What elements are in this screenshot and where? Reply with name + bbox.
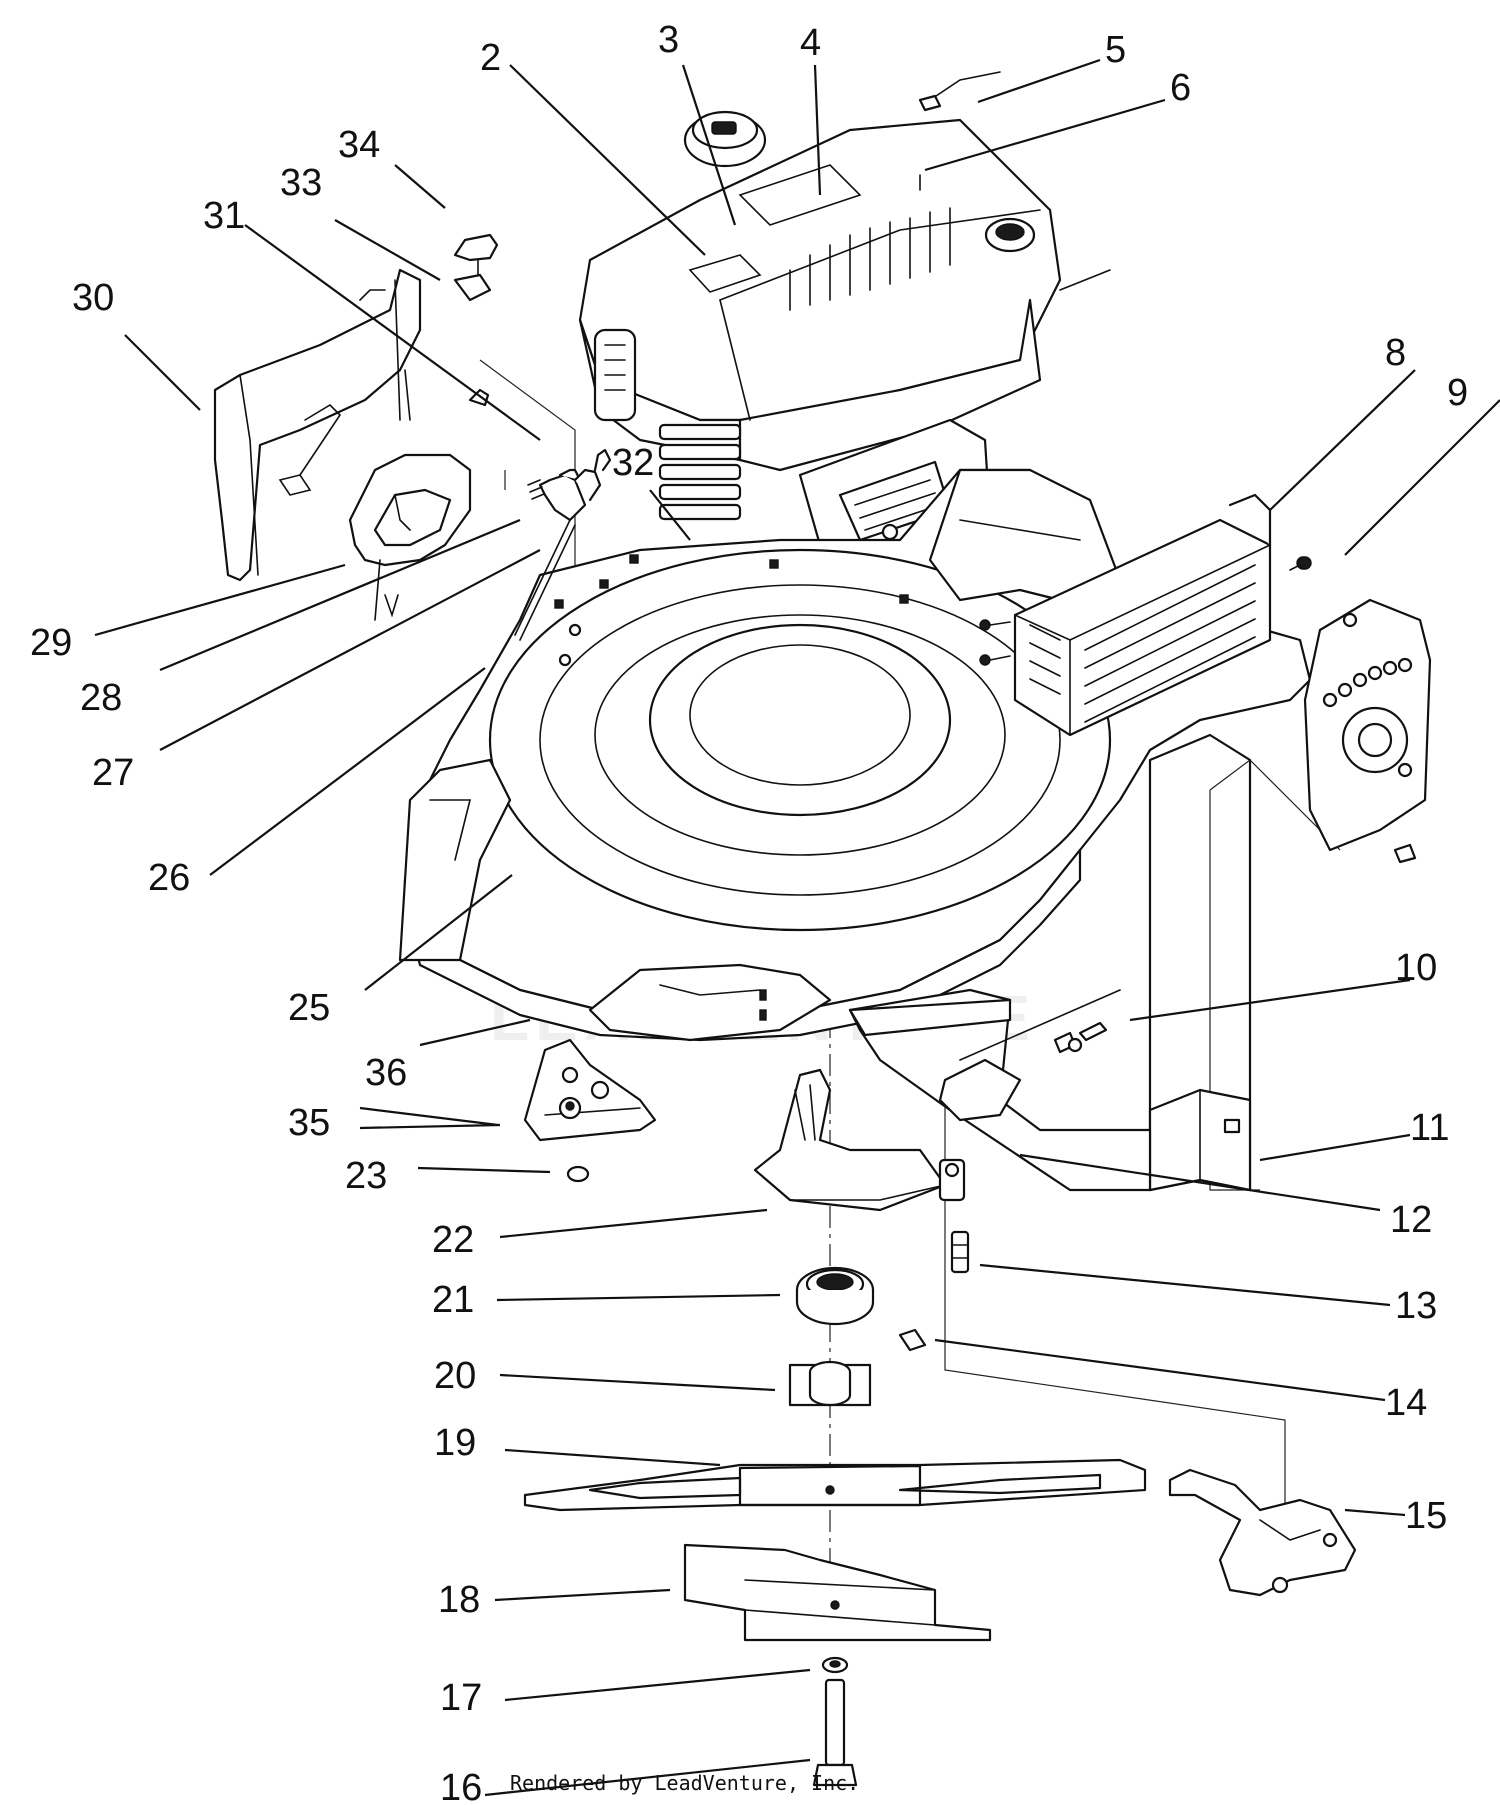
rear-door <box>213 268 422 582</box>
callout-14: 14 <box>1385 1382 1427 1424</box>
nut-23 <box>566 1165 590 1183</box>
bolt-13 <box>950 1230 970 1274</box>
blade-adapter-bracket <box>753 1068 966 1212</box>
callout-5: 5 <box>1105 29 1126 71</box>
callout-28: 28 <box>80 677 122 719</box>
callout-31: 31 <box>203 195 245 237</box>
height-adjust-parts <box>453 233 612 641</box>
callout-2: 2 <box>480 37 501 79</box>
callout-17: 17 <box>440 1677 482 1719</box>
callout-30: 30 <box>72 277 114 319</box>
callout-6: 6 <box>1170 67 1191 109</box>
callout-23: 23 <box>345 1155 387 1197</box>
leader-lines <box>94 58 1500 1797</box>
callout-3: 3 <box>658 19 679 61</box>
callout-32: 32 <box>612 442 654 484</box>
spacer <box>788 1360 872 1407</box>
engine-assembly <box>578 71 1111 562</box>
baffle <box>848 988 1152 1192</box>
front-wheel-bracket <box>523 1038 657 1142</box>
callout-11: 11 <box>1410 1107 1449 1149</box>
callout-21: 21 <box>432 1279 474 1321</box>
callout-12: 12 <box>1390 1199 1432 1241</box>
washer <box>821 1656 849 1674</box>
callout-29: 29 <box>30 622 72 664</box>
callout-33: 33 <box>280 162 322 204</box>
callout-35: 35 <box>288 1102 330 1144</box>
wheel-bracket <box>1296 556 1432 864</box>
callout-4: 4 <box>800 22 821 64</box>
callout-20: 20 <box>434 1355 476 1397</box>
blade <box>523 1458 1147 1512</box>
callout-27: 27 <box>92 752 134 794</box>
rear-baffle <box>1168 1468 1357 1597</box>
credit-text: Rendered by LeadVenture, Inc. <box>510 1771 859 1795</box>
bearing <box>795 1266 875 1326</box>
callout-36: 36 <box>365 1052 407 1094</box>
callout-13: 13 <box>1395 1285 1437 1327</box>
callout-26: 26 <box>148 857 190 899</box>
callout-16: 16 <box>440 1767 482 1805</box>
callout-10: 10 <box>1395 947 1437 989</box>
callout-25: 25 <box>288 987 330 1029</box>
callout-18: 18 <box>438 1579 480 1621</box>
callout-22: 22 <box>432 1219 474 1261</box>
blade-bolt <box>812 1678 858 1787</box>
rear-flap <box>1148 733 1252 1192</box>
screw-9 <box>1289 556 1312 571</box>
callout-8: 8 <box>1385 332 1406 374</box>
screw-10 <box>1078 1021 1108 1042</box>
handle-bracket <box>348 453 472 621</box>
callout-19: 19 <box>434 1422 476 1464</box>
mulching-blade <box>683 1543 992 1642</box>
callout-15: 15 <box>1405 1495 1447 1537</box>
rear-guard <box>979 493 1272 737</box>
callout-9: 9 <box>1447 372 1468 414</box>
screw-14 <box>898 1328 927 1352</box>
callout-34: 34 <box>338 124 380 166</box>
callout-numbers: 2 3 4 5 6 8 9 10 11 12 13 14 15 16 17 18… <box>30 19 1468 1805</box>
